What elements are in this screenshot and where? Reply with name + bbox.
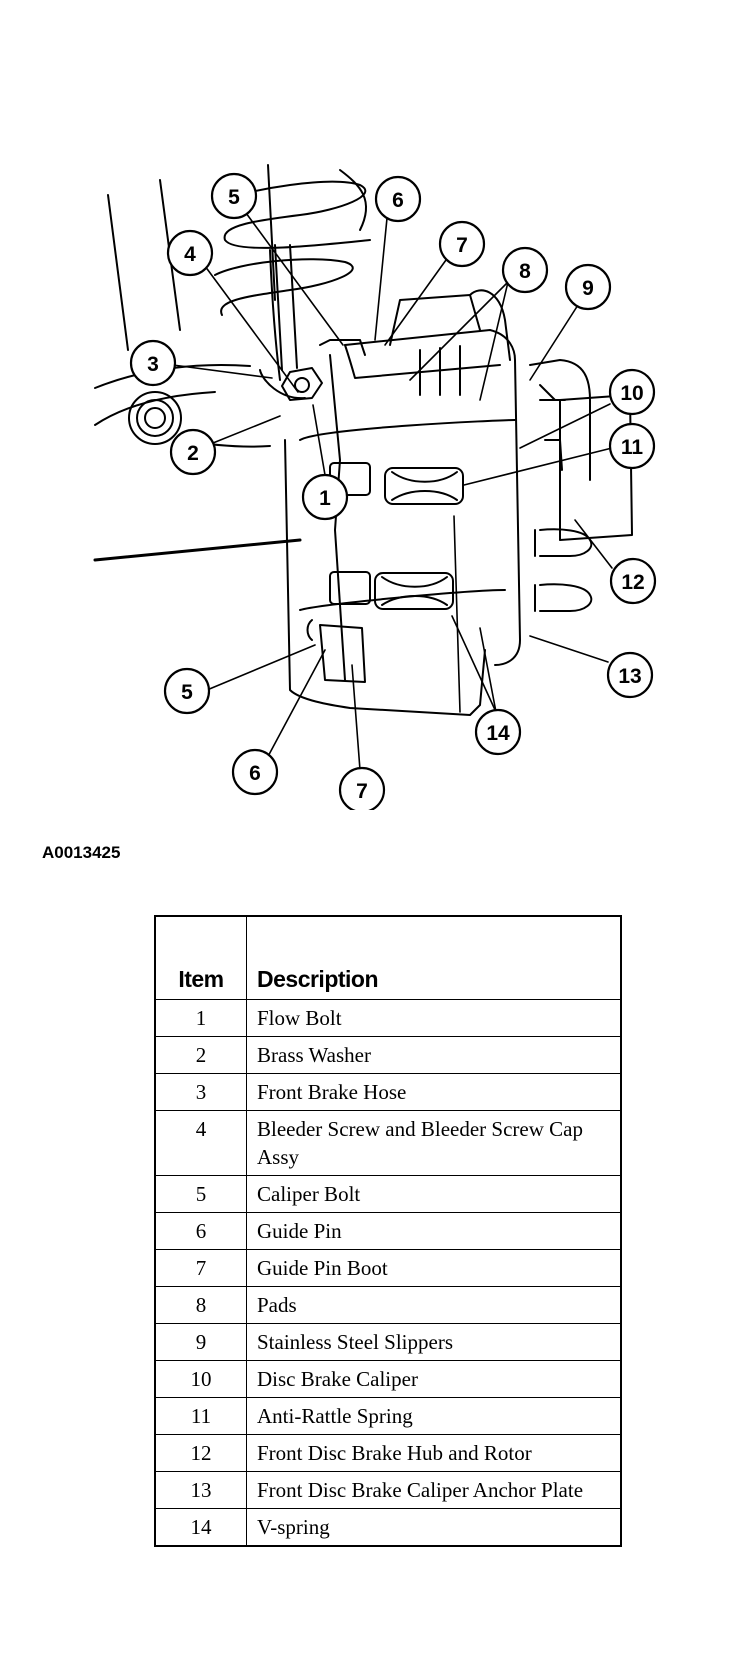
svg-text:6: 6 [249,762,261,785]
item-number: 11 [154,1397,247,1435]
brake-caliper-diagram: 1 2 3 4 5 6 7 8 9 10 11 12 13 14 5 6 7 [93,164,657,810]
item-number: 14 [154,1508,247,1547]
item-description: Bleeder Screw and Bleeder Screw Cap Assy [246,1110,622,1176]
item-number: 10 [154,1360,247,1398]
callout-6-top: 6 [374,175,422,223]
item-description: Front Disc Brake Caliper Anchor Plate [246,1471,622,1509]
callout-2: 2 [169,428,217,476]
svg-text:3: 3 [147,353,159,376]
callout-3: 3 [129,339,177,387]
svg-text:11: 11 [621,436,644,459]
svg-text:1: 1 [319,487,331,510]
svg-text:4: 4 [184,243,196,266]
header-item: Item [154,915,247,1000]
brake-pads-rotor [389,289,633,612]
item-description: Anti-Rattle Spring [246,1397,622,1435]
svg-text:10: 10 [620,382,643,405]
callout-10: 10 [608,368,656,416]
callout-7-bottom: 7 [338,766,386,810]
svg-text:8: 8 [519,260,531,283]
item-number: 8 [154,1286,247,1324]
callout-leaders [172,207,613,771]
svg-text:7: 7 [356,780,368,803]
svg-text:5: 5 [181,681,193,704]
header-description: Description [246,915,622,1000]
item-number: 5 [154,1175,247,1213]
item-description: Guide Pin Boot [246,1249,622,1287]
item-number: 12 [154,1434,247,1472]
callout-5-bottom: 5 [163,667,211,715]
item-description: Front Disc Brake Hub and Rotor [246,1434,622,1472]
figure-code: A0013425 [42,843,121,862]
svg-text:7: 7 [456,234,468,257]
item-description: Stainless Steel Slippers [246,1323,622,1361]
callout-6-bottom: 6 [231,748,279,796]
callout-7-top: 7 [438,220,486,268]
item-number: 7 [154,1249,247,1287]
item-number: 6 [154,1212,247,1250]
item-description: Flow Bolt [246,999,622,1037]
item-number: 13 [154,1471,247,1509]
callout-11: 11 [608,422,656,470]
item-number: 3 [154,1073,247,1111]
callout-1: 1 [301,473,349,521]
svg-text:9: 9 [582,277,594,300]
callout-12: 12 [609,557,657,605]
svg-text:14: 14 [486,722,510,745]
item-description: Front Brake Hose [246,1073,622,1111]
svg-text:13: 13 [618,665,641,688]
item-description: Pads [246,1286,622,1324]
item-number: 9 [154,1323,247,1361]
table-header-row: Item Description [154,915,622,1000]
callout-9: 9 [564,263,612,311]
callout-4: 4 [166,229,214,277]
item-description: Guide Pin [246,1212,622,1250]
svg-text:2: 2 [187,442,199,465]
callout-14: 14 [474,708,522,756]
item-description: Disc Brake Caliper [246,1360,622,1398]
callout-13: 13 [606,651,654,699]
svg-text:5: 5 [228,186,240,209]
svg-text:6: 6 [392,189,404,212]
item-description: V-spring [246,1508,622,1547]
item-description: Brass Washer [246,1036,622,1074]
svg-text:12: 12 [621,571,644,594]
callout-5-top: 5 [210,172,258,220]
callout-8: 8 [501,246,549,294]
item-number: 2 [154,1036,247,1074]
item-number: 4 [154,1110,247,1176]
item-number: 1 [154,999,247,1037]
item-description: Caliper Bolt [246,1175,622,1213]
